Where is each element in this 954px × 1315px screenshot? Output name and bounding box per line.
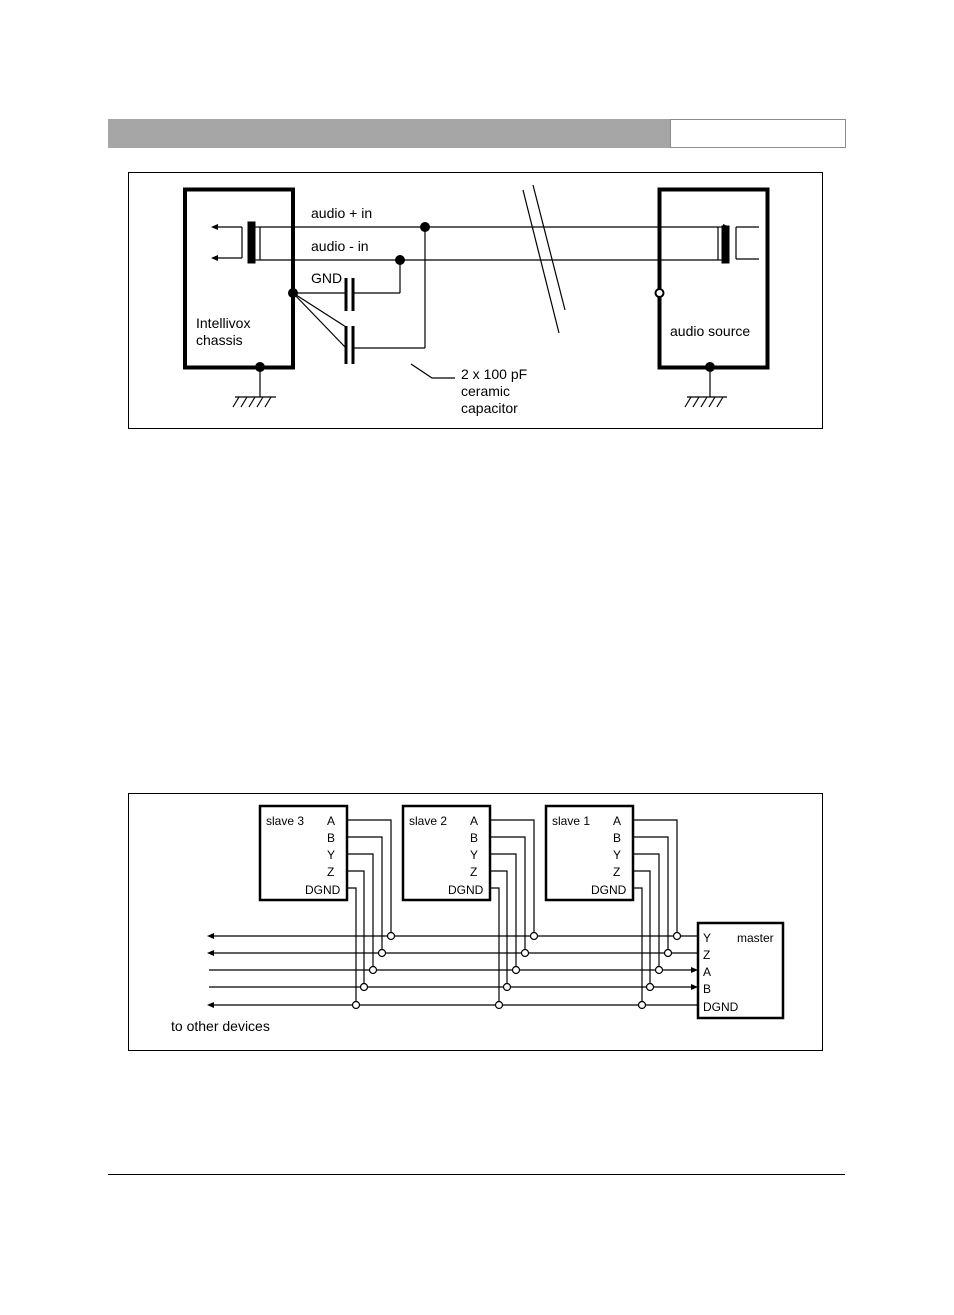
slave-2-pin-dgnd: DGND bbox=[448, 883, 484, 897]
slave-1-pin-y: Y bbox=[613, 848, 621, 862]
master-pin-b: B bbox=[703, 982, 711, 996]
slave-3-name: slave 3 bbox=[266, 814, 304, 828]
label-capacitor-word: capacitor bbox=[461, 400, 518, 416]
slave-3-pin-b: B bbox=[327, 831, 335, 845]
master-name: master bbox=[737, 931, 774, 945]
right-signal-arrows bbox=[736, 227, 759, 259]
footer-rule bbox=[108, 1174, 845, 1175]
master-pin-dgnd: DGND bbox=[703, 1000, 739, 1014]
label-capacitor-value: 2 x 100 pF bbox=[461, 366, 527, 382]
slave-1-pin-b: B bbox=[613, 831, 621, 845]
slave-3-pin-a: A bbox=[327, 814, 335, 828]
slave-2-pin-a: A bbox=[470, 814, 478, 828]
audio-source-box bbox=[660, 190, 768, 368]
capacitor-leader-line bbox=[411, 364, 455, 378]
slave-2-wiring bbox=[490, 820, 534, 1005]
slave-3-wiring bbox=[347, 820, 391, 1005]
grounding-diagram-svg: audio + in audio - in GND Intellivox cha… bbox=[129, 173, 824, 430]
slave-3-pin-dgnd: DGND bbox=[305, 883, 341, 897]
slave-3-pin-y: Y bbox=[327, 848, 335, 862]
left-signal-arrows bbox=[217, 227, 242, 258]
capacitor-1 bbox=[346, 278, 353, 311]
slave-2-pin-z: Z bbox=[470, 865, 477, 879]
ground-left bbox=[233, 367, 276, 407]
slave-2-pin-y: Y bbox=[470, 848, 478, 862]
slave-3-pin-z: Z bbox=[327, 865, 334, 879]
arrowheads bbox=[211, 224, 730, 262]
slave-1-pin-z: Z bbox=[613, 865, 620, 879]
slave-1-pin-dgnd: DGND bbox=[591, 883, 627, 897]
rs485-bus-diagram-svg: slave 3 A B Y Z DGND slave 2 A B Y Z DGN… bbox=[129, 794, 824, 1052]
grounding-diagram: audio + in audio - in GND Intellivox cha… bbox=[128, 172, 823, 429]
header-bar bbox=[108, 119, 670, 148]
master-pin-z: Z bbox=[703, 948, 710, 962]
label-audio-minus: audio - in bbox=[311, 238, 369, 254]
input-connector-left bbox=[248, 222, 255, 263]
master-pin-a: A bbox=[703, 965, 711, 979]
slave-1-wiring bbox=[633, 820, 677, 1005]
slave-1-name: slave 1 bbox=[552, 814, 590, 828]
label-capacitor-type: ceramic bbox=[461, 383, 510, 399]
header-box bbox=[670, 119, 846, 148]
ground-right bbox=[685, 367, 727, 407]
label-chassis: chassis bbox=[196, 332, 243, 348]
cable-break-marks bbox=[523, 185, 565, 333]
label-gnd: GND bbox=[311, 270, 342, 286]
rs485-bus-diagram: slave 3 A B Y Z DGND slave 2 A B Y Z DGN… bbox=[128, 793, 823, 1051]
slave-2-name: slave 2 bbox=[409, 814, 447, 828]
capacitor-2 bbox=[346, 326, 353, 364]
label-to-other-devices: to other devices bbox=[171, 1018, 270, 1034]
master-pin-y: Y bbox=[703, 931, 711, 945]
label-audio-source: audio source bbox=[670, 323, 750, 339]
slave-2-pin-b: B bbox=[470, 831, 478, 845]
label-audio-plus: audio + in bbox=[311, 205, 372, 221]
slave-1-pin-a: A bbox=[613, 814, 621, 828]
label-intellivox: Intellivox bbox=[196, 315, 250, 331]
